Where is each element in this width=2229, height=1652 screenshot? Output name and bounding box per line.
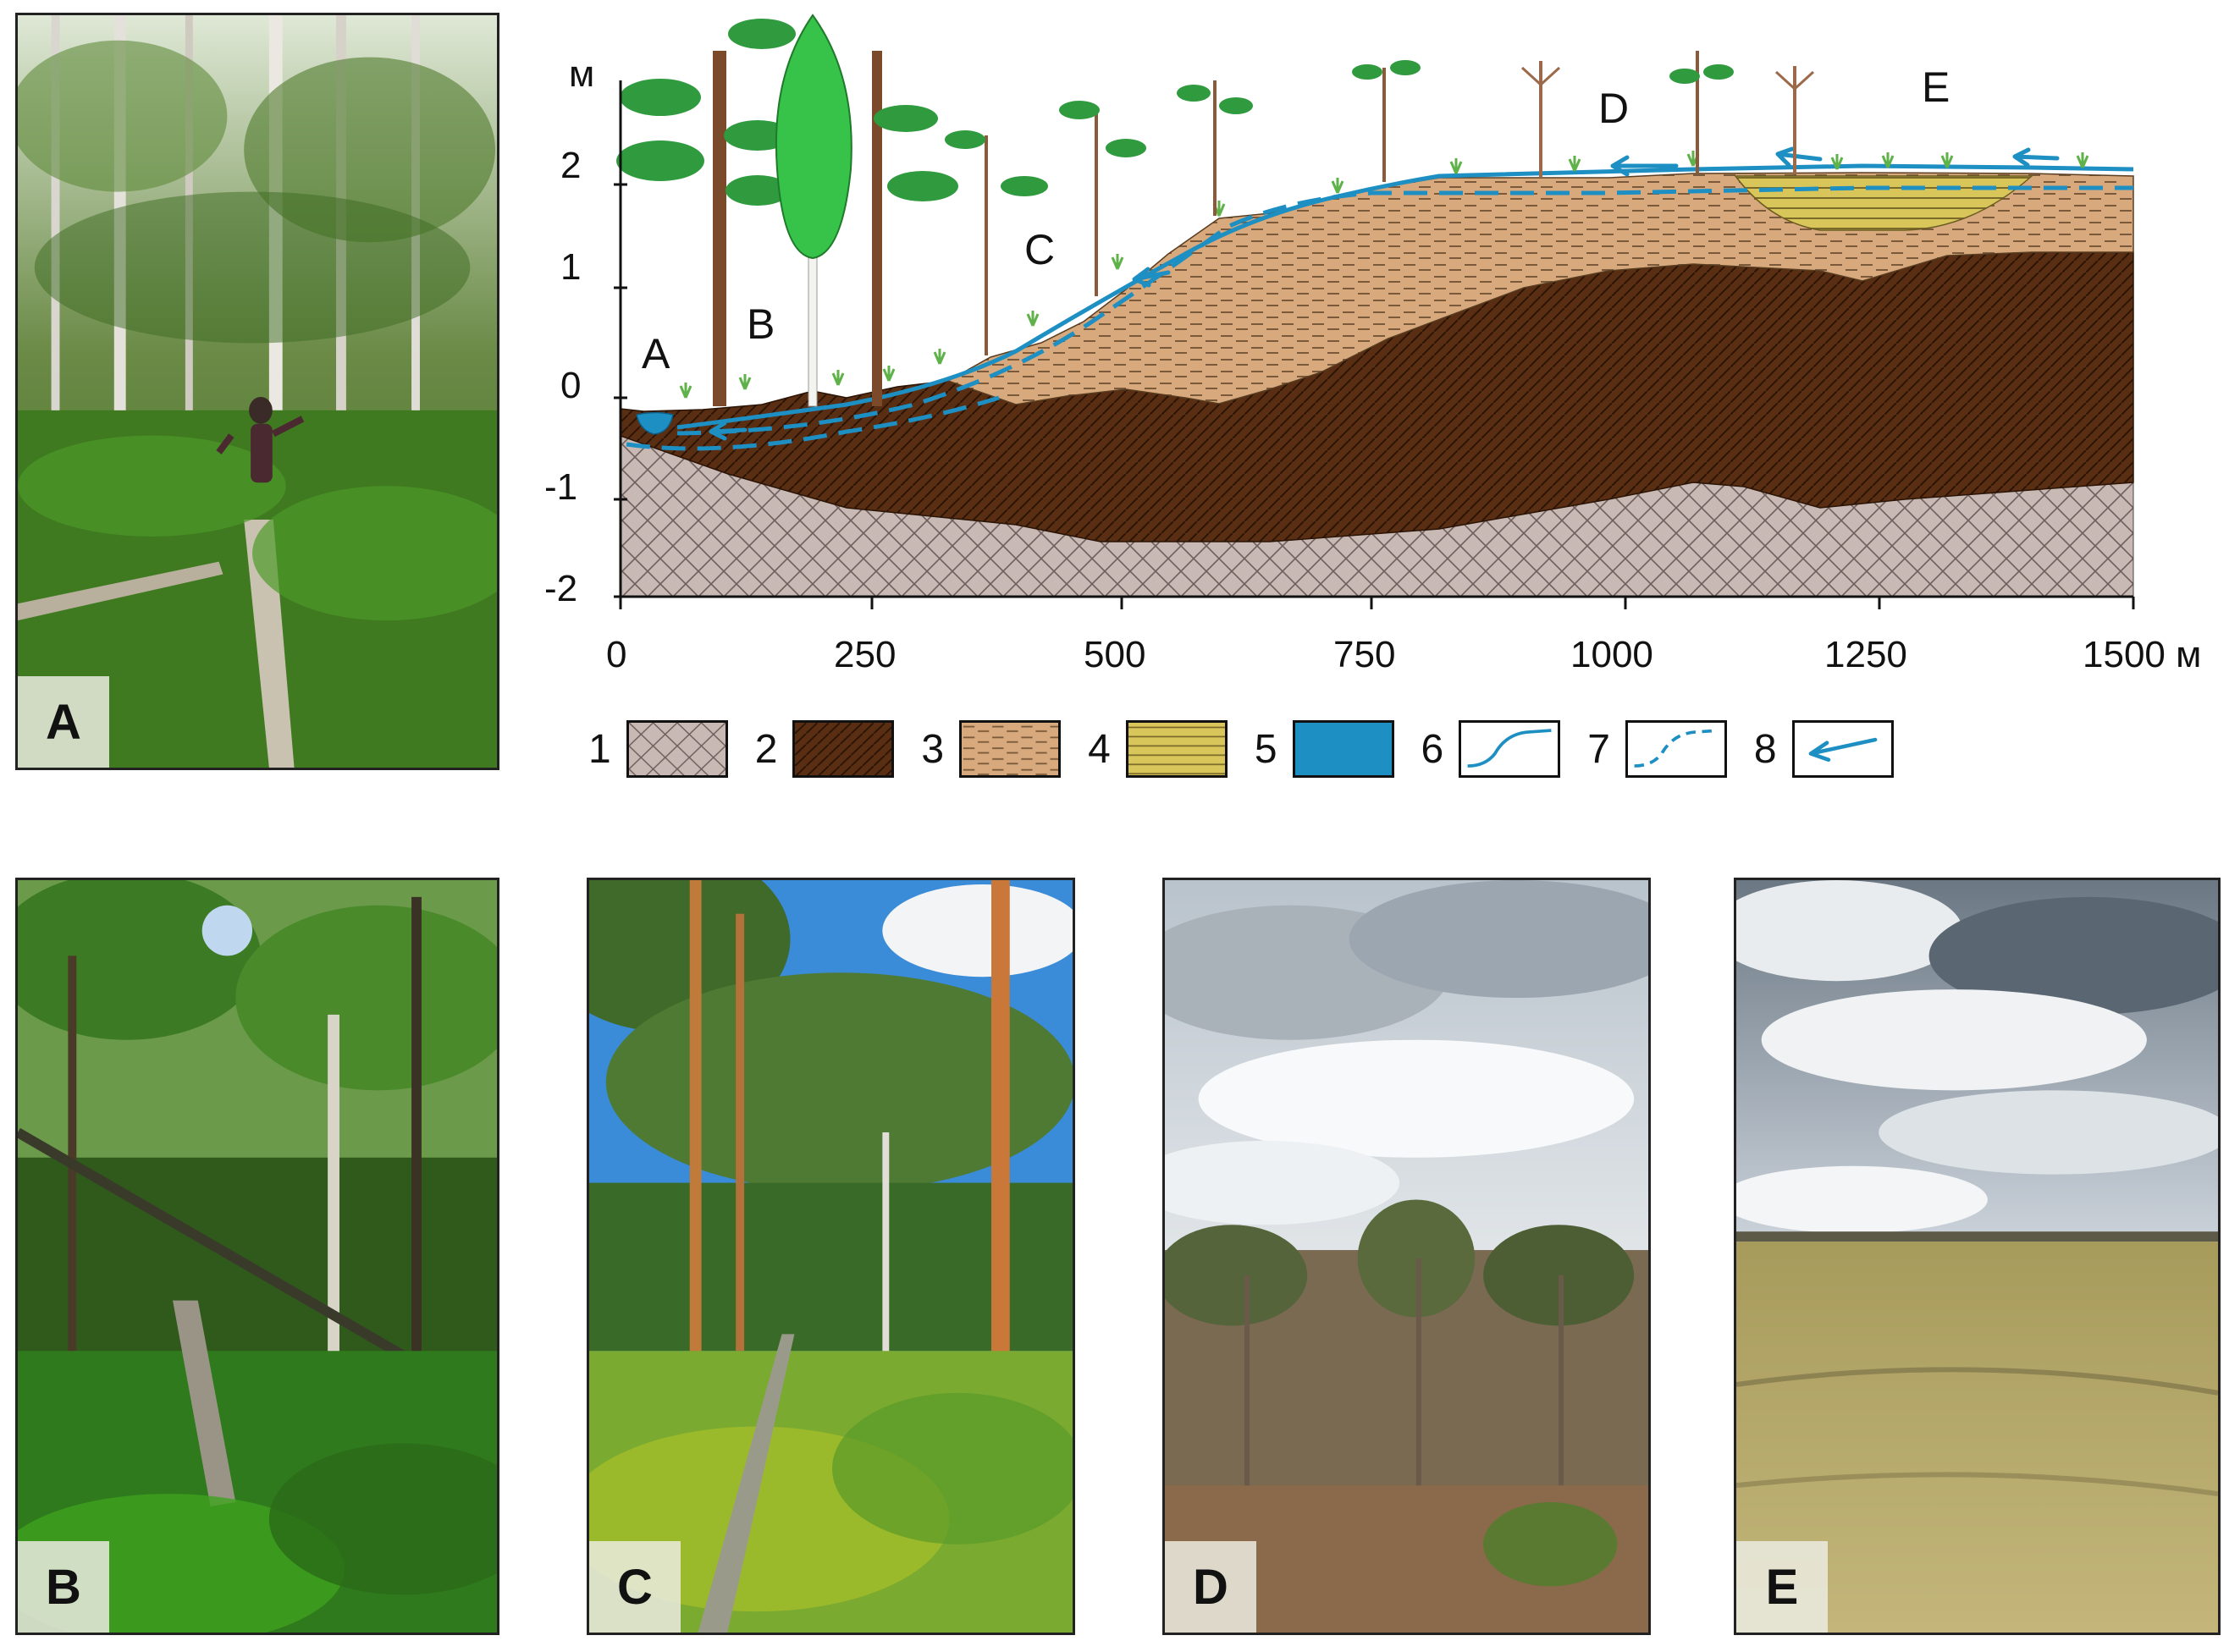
zone-label-b: B xyxy=(747,300,775,348)
photo-e: E xyxy=(1734,878,2221,1635)
legend-number: 7 xyxy=(1587,726,1610,772)
forest-photo-a-illustration xyxy=(18,15,497,768)
zone-label-a: A xyxy=(642,330,670,377)
legend-number: 3 xyxy=(921,726,945,772)
photo-b: B xyxy=(15,878,499,1635)
y-tick-neg2: -2 xyxy=(544,568,577,609)
legend-item-3: 3 xyxy=(921,720,1062,778)
groundwater-flow-line-lower xyxy=(626,395,1000,451)
forest-photo-c-illustration xyxy=(589,880,1073,1633)
legend-swatch-arrow-icon xyxy=(1791,720,1894,778)
x-tick-500: 500 xyxy=(1084,634,1145,675)
photo-d: D xyxy=(1162,878,1651,1635)
tree-birch xyxy=(775,14,852,407)
groundwater-flow-line-upper xyxy=(676,185,2133,436)
x-tick-1000: 1000 xyxy=(1570,634,1653,675)
y-tick-1: 1 xyxy=(560,246,581,288)
legend-item-5: 5 xyxy=(1255,720,1394,778)
legend-swatch-solid-line xyxy=(1459,720,1561,778)
photo-e-label: E xyxy=(1736,1541,1828,1633)
legend-item-6: 6 xyxy=(1421,720,1561,778)
surface-water-line xyxy=(676,163,2134,430)
bog-photo-d-illustration xyxy=(1165,880,1648,1633)
bog-photo-e-illustration xyxy=(1736,880,2218,1633)
legend-number: 2 xyxy=(754,726,778,772)
legend-item-1: 1 xyxy=(588,720,728,778)
legend-swatch-light-peat xyxy=(959,720,1062,778)
water-pool xyxy=(636,411,674,435)
zone-label-c: C xyxy=(1024,226,1055,273)
x-tick-1250: 1250 xyxy=(1824,634,1907,675)
bog-cross-section-diagram: м 2 1 0 -1 -2 0 250 500 750 1000 1250 15… xyxy=(544,14,2201,675)
x-tick-750: 750 xyxy=(1333,634,1395,675)
photo-c-label: C xyxy=(589,1541,681,1633)
y-axis-unit: м xyxy=(569,53,594,95)
legend-item-7: 7 xyxy=(1587,720,1727,778)
legend-swatch-yellow-lens xyxy=(1125,720,1228,778)
y-tick-2: 2 xyxy=(560,145,581,186)
forest-photo-b-illustration xyxy=(18,880,497,1633)
photo-b-label: B xyxy=(18,1541,109,1633)
legend-swatch-dark-peat xyxy=(792,720,895,778)
legend-number: 6 xyxy=(1421,726,1444,772)
x-tick-0: 0 xyxy=(606,634,626,675)
legend-item-8: 8 xyxy=(1754,720,1894,778)
flow-arrows xyxy=(709,146,2060,441)
legend: 1 2 3 4 5 6 7 xyxy=(588,715,1921,783)
photo-a-label: A xyxy=(18,676,109,768)
axes xyxy=(614,80,2135,609)
legend-swatch-water xyxy=(1292,720,1394,778)
legend-item-4: 4 xyxy=(1088,720,1228,778)
zone-label-e: E xyxy=(1922,63,1950,111)
y-tick-neg1: -1 xyxy=(544,466,577,508)
photo-d-label: D xyxy=(1165,1541,1256,1633)
legend-item-2: 2 xyxy=(755,720,895,778)
legend-number: 4 xyxy=(1088,726,1111,772)
x-tick-250: 250 xyxy=(834,634,896,675)
legend-swatch-dashed-line xyxy=(1625,720,1727,778)
zone-label-d: D xyxy=(1598,85,1629,132)
legend-number: 5 xyxy=(1254,726,1277,772)
tree-a xyxy=(616,19,796,406)
small-trees xyxy=(945,51,1815,355)
photo-a: A xyxy=(15,13,499,770)
y-tick-0: 0 xyxy=(560,365,581,406)
tree-c xyxy=(872,51,958,406)
legend-number: 8 xyxy=(1753,726,1777,772)
photo-c: C xyxy=(587,878,1075,1635)
legend-number: 1 xyxy=(588,726,611,772)
legend-swatch-mineral xyxy=(626,720,728,778)
x-tick-1500: 1500 м xyxy=(2083,634,2201,675)
